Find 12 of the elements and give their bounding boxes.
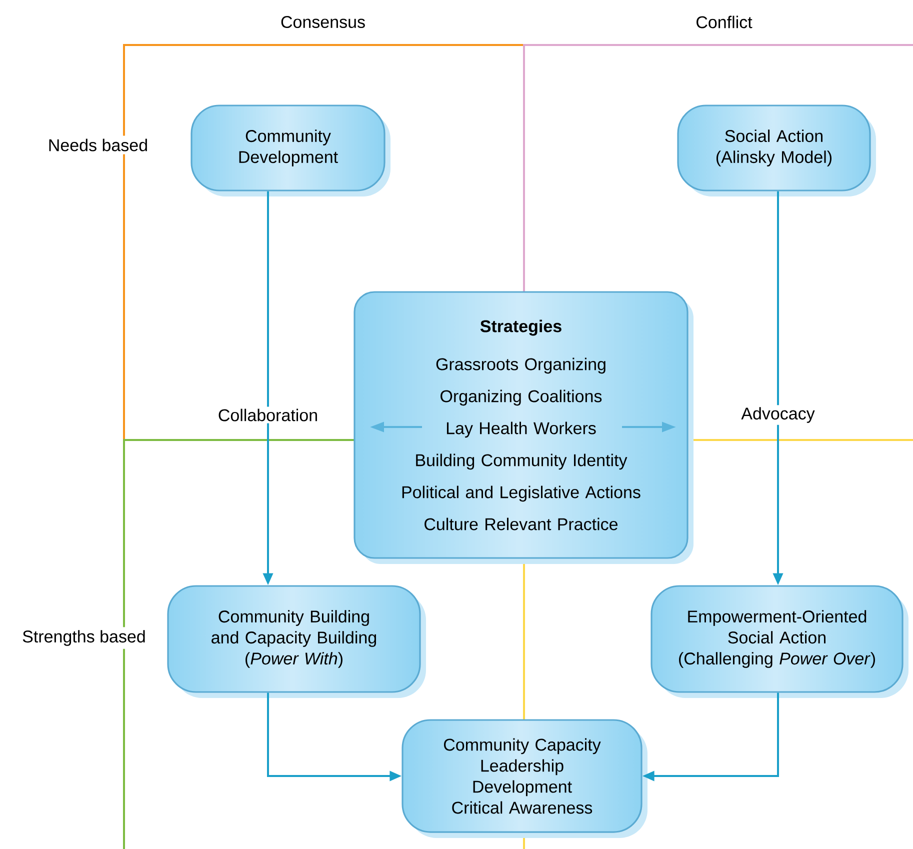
- rounded-box: Community Building and Capacity Building (Power With): [167, 585, 426, 698]
- edge-label: Collaboration: [216, 406, 320, 424]
- rounded-box: Community Capacity Leadership Development Critical Awareness: [402, 719, 648, 838]
- axis-label: Needs based: [44, 136, 152, 154]
- axis-label: Consensus: [277, 12, 369, 32]
- rounded-box: Empowerment-Oriented Social Action (Challenging Power Over): [650, 585, 908, 698]
- rounded-box: Social Action (Alinsky Model): [677, 104, 876, 196]
- axis-label: Conflict: [692, 12, 756, 32]
- axis-label: Strengths based: [19, 627, 149, 649]
- edge-label: Advocacy: [739, 405, 817, 425]
- rounded-box: Community Development: [190, 104, 390, 196]
- rounded-box: Strategies Grassroots Organizing Organizing Coalitions Lay Health Workers Building Community Identity Political and Legislative Actions Culture Relevant Practice: [354, 291, 694, 564]
